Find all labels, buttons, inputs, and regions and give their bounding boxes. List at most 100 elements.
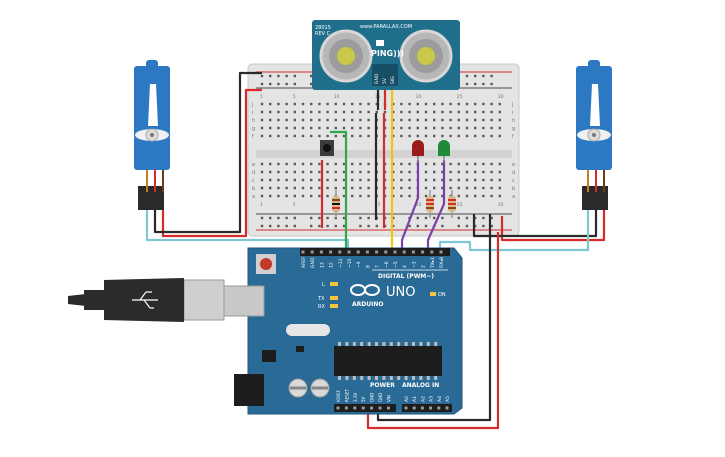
pushbutton-cap[interactable] [323,144,331,152]
terminal-hole [490,134,493,138]
analog-header-pin[interactable] [412,406,416,410]
top-pin-label: ~6 [384,261,390,268]
terminal-hole [367,134,370,138]
wire-left-servo-red[interactable] [161,88,262,238]
terminal-hole [301,126,305,130]
terminal-hole [392,170,395,174]
terminal-hole [465,102,469,106]
wire-button-green[interactable] [330,130,348,250]
terminal-hole [416,134,419,138]
terminal-hole [285,186,288,190]
header-pin[interactable] [310,250,314,254]
rail-hole [408,224,411,228]
header-pin[interactable] [365,250,369,254]
pushbutton[interactable] [320,140,334,156]
power-header-pin[interactable] [344,406,348,410]
led-green[interactable] [438,140,450,162]
header-pin[interactable] [301,250,305,254]
header-pin[interactable] [375,250,379,254]
rail-hole [482,224,485,228]
rail-hole [326,224,329,228]
chip-pin [375,376,378,380]
header-pin[interactable] [393,250,397,254]
power-header-pin[interactable] [353,406,357,410]
rail-hole [285,82,288,86]
analog-header-pin[interactable] [445,406,449,410]
terminal-hole [482,162,485,166]
usb-plug-metal [183,279,225,321]
wire-left-servo-signal[interactable] [145,210,350,250]
terminal-hole [269,126,272,130]
terminal-hole [318,162,321,166]
power-header-pin[interactable] [336,406,340,410]
power-header-pin[interactable] [386,406,390,410]
terminal-hole [482,194,485,198]
terminal-hole [269,102,272,106]
header-pin[interactable] [402,250,406,254]
terminal-hole [277,110,280,114]
analog-pin-label: A3 [429,396,435,402]
header-pin[interactable] [421,250,425,254]
power-header-pin[interactable] [378,406,382,410]
analog-pin-label: A5 [445,396,451,402]
terminal-hole [457,194,460,198]
analog-header-pin[interactable] [437,406,441,410]
analog-header-pin[interactable] [429,406,433,410]
column-number: 30 [498,94,504,100]
header-pin[interactable] [439,250,443,254]
rail-hole [260,224,264,228]
terminal-hole [474,162,477,166]
terminal-hole [359,186,362,190]
servo-left[interactable] [134,60,170,210]
header-pin[interactable] [384,250,388,254]
header-pin[interactable] [347,250,351,254]
servo-right[interactable] [576,60,612,210]
top-pin-label: RX◂0 [439,257,445,268]
wire-led-red-purple[interactable] [400,160,420,250]
row-label: b [512,186,515,192]
header-pin[interactable] [319,250,323,254]
header-pin[interactable] [356,250,360,254]
wire-right-servo-black[interactable] [472,210,598,238]
header-pin[interactable] [411,250,415,254]
terminal-hole [408,126,411,130]
chip-pin [426,342,430,346]
terminal-hole [433,194,436,198]
terminal-hole [416,102,419,106]
header-pin[interactable] [329,250,333,254]
led-red-body[interactable] [412,140,424,156]
terminal-hole [285,102,288,106]
header-pin[interactable] [338,250,342,254]
terminal-hole [367,162,370,166]
terminal-hole [326,162,329,166]
analog-header-pin[interactable] [420,406,424,410]
analog-header-pin[interactable] [404,406,408,410]
rail-hole [416,216,419,220]
ping-sensor[interactable]: 28015 REV C www.PARALLAX.COM PING))) GND… [312,20,460,110]
terminal-hole [342,102,346,106]
wire-led-green-purple[interactable] [426,160,446,250]
terminal-hole [260,178,264,182]
led-red[interactable] [412,140,424,162]
wire-right-servo-signal[interactable] [438,210,590,252]
led-green-body[interactable] [438,140,450,156]
analog-pin-label: A0 [404,396,410,402]
wire-right-servo-red[interactable] [500,210,606,242]
terminal-hole [457,118,460,122]
wire-left-servo-black[interactable] [153,71,262,234]
terminal-hole [351,110,354,114]
terminal-hole [490,126,493,130]
power-header-pin[interactable] [361,406,365,410]
terminal-hole [351,162,354,166]
header-pin[interactable] [430,250,434,254]
terminal-hole [277,186,280,190]
rail-hole [490,216,493,220]
terminal-hole [490,178,493,182]
chip-pin [397,342,401,346]
row-label: e [512,162,515,168]
power-header-pin[interactable] [370,406,374,410]
chip-pin [382,342,386,346]
rail-hole [474,224,477,228]
terminal-hole [408,110,411,114]
